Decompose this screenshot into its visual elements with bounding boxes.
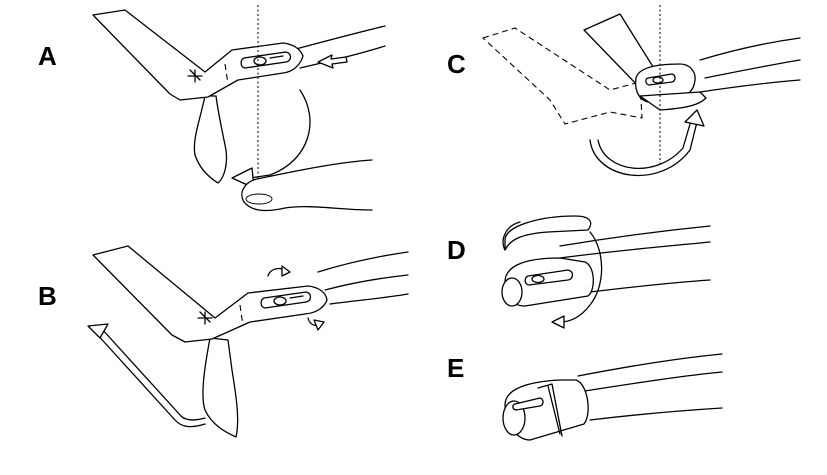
adhesive-tab	[504, 215, 592, 251]
panel-b-illustration	[87, 245, 409, 438]
arrow-icon	[94, 331, 206, 428]
rotate-arrow-icon	[589, 121, 698, 177]
adhesive-tab	[202, 337, 239, 438]
adhesive-tab	[193, 95, 228, 184]
arrow-icon	[317, 54, 348, 69]
step-label-b: B	[38, 281, 57, 311]
sensor-wrap	[92, 9, 304, 101]
step-label-d: D	[447, 235, 466, 265]
panel-e-illustration	[502, 353, 723, 441]
panel-a-illustration	[92, 5, 386, 212]
finger-illustration	[291, 25, 386, 51]
panel-c-illustration	[481, 5, 801, 177]
panel-d-illustration	[501, 215, 711, 329]
sensor-wrap	[92, 245, 328, 343]
step-label-e: E	[447, 353, 465, 383]
rotate-arrow-icon	[559, 231, 603, 323]
sensor-icon	[512, 397, 544, 411]
step-label-a: A	[38, 41, 57, 71]
step-label-c: C	[447, 49, 466, 79]
rotate-arrow-icon	[249, 89, 311, 179]
